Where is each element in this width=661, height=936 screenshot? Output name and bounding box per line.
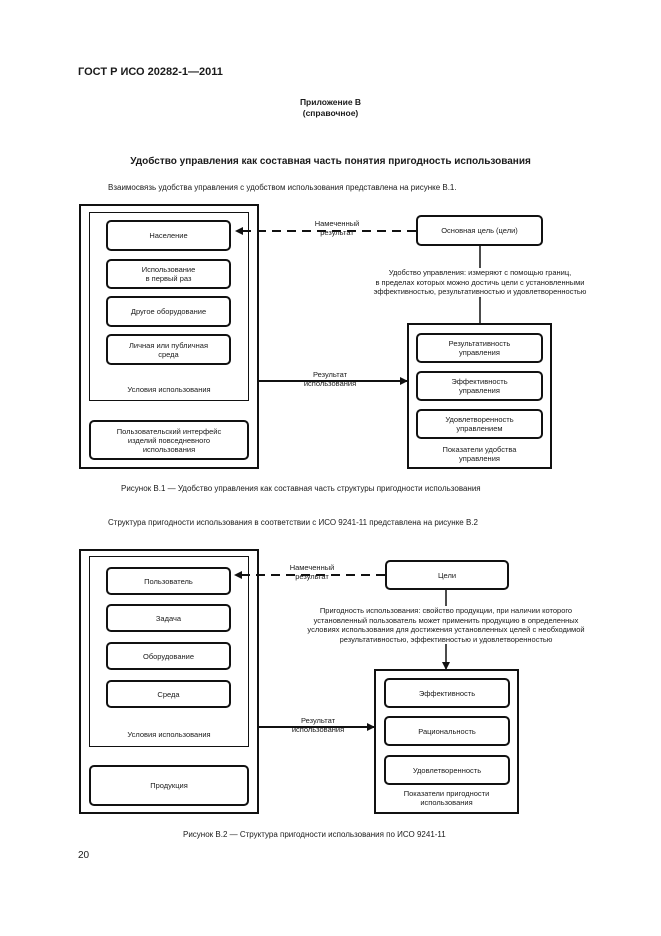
- figure1-efficiency-box: Эффективность управления: [416, 371, 543, 401]
- section-title: Удобство управления как составная часть …: [130, 156, 531, 167]
- figure1-usability-note: Удобство управления: измеряют с помощью …: [330, 268, 630, 297]
- figure2-satisfaction-box: Удовлетворенность: [384, 755, 510, 785]
- figure2-right-frame: [374, 669, 519, 814]
- figure1-goal-box: Основная цель (цели): [416, 215, 543, 246]
- figure1-item-population: Население: [106, 220, 231, 251]
- annex-title: Приложение В: [299, 97, 362, 107]
- figure2-goal-box: Цели: [385, 560, 509, 590]
- figure1-right-label: Показатели удобства управления: [442, 445, 517, 463]
- figure2-item-task: Задача: [106, 604, 231, 632]
- figure2-intro: Структура пригодности использования в со…: [108, 518, 478, 527]
- figure1-caption: Рисунок В.1 — Удобство управления как со…: [121, 484, 481, 493]
- page-number: 20: [78, 850, 90, 861]
- figure1-intro: Взаимосвязь удобства управления с удобст…: [108, 183, 457, 192]
- figure2-caption: Рисунок В.2 — Структура пригодности испо…: [183, 830, 446, 839]
- figure1-left-label: Условия использования: [127, 385, 211, 394]
- figure2-intended-result-label: Намеченный результат: [289, 563, 335, 581]
- figure2-use-result-label: Результат использования: [291, 716, 345, 734]
- figure1-item-other-equipment: Другое оборудование: [106, 296, 231, 327]
- document-header: ГОСТ Р ИСО 20282-1—2011: [78, 66, 223, 78]
- figure2-product-box: Продукция: [89, 765, 249, 806]
- figure1-intended-result-label: Намеченный результат: [314, 219, 360, 237]
- figure2-usability-note: Пригодность использования: свойство прод…: [266, 606, 626, 644]
- figure2-left-frame: [79, 549, 259, 814]
- figure1-right-frame: [407, 323, 552, 469]
- figure2-efficiency-box: Рациональность: [384, 716, 510, 746]
- figure2-left-label: Условия использования: [127, 730, 211, 739]
- figure1-use-result-label: Результат использования: [303, 370, 357, 388]
- figure1-left-frame: [79, 204, 259, 469]
- figure1-satisfaction-box: Удовлетворенность управлением: [416, 409, 543, 439]
- figure1-effectiveness-box: Результативность управления: [416, 333, 543, 363]
- figure1-item-environment: Личная или публичная среда: [106, 334, 231, 365]
- figure2-item-equipment: Оборудование: [106, 642, 231, 670]
- figure2-right-label: Показатели пригодности использования: [403, 789, 490, 807]
- figure2-conditions-group: [89, 556, 249, 747]
- figure2-item-environment: Среда: [106, 680, 231, 708]
- annex-heading: Приложение В (справочное): [0, 97, 661, 119]
- figure1-conditions-group: [89, 212, 249, 401]
- figure1-user-interface: Пользовательский интерфейс изделий повсе…: [89, 420, 249, 460]
- annex-type: (справочное): [302, 108, 359, 118]
- figure2-item-user: Пользователь: [106, 567, 231, 595]
- figure2-effectiveness-box: Эффективность: [384, 678, 510, 708]
- figure1-item-first-use: Использование в первый раз: [106, 259, 231, 289]
